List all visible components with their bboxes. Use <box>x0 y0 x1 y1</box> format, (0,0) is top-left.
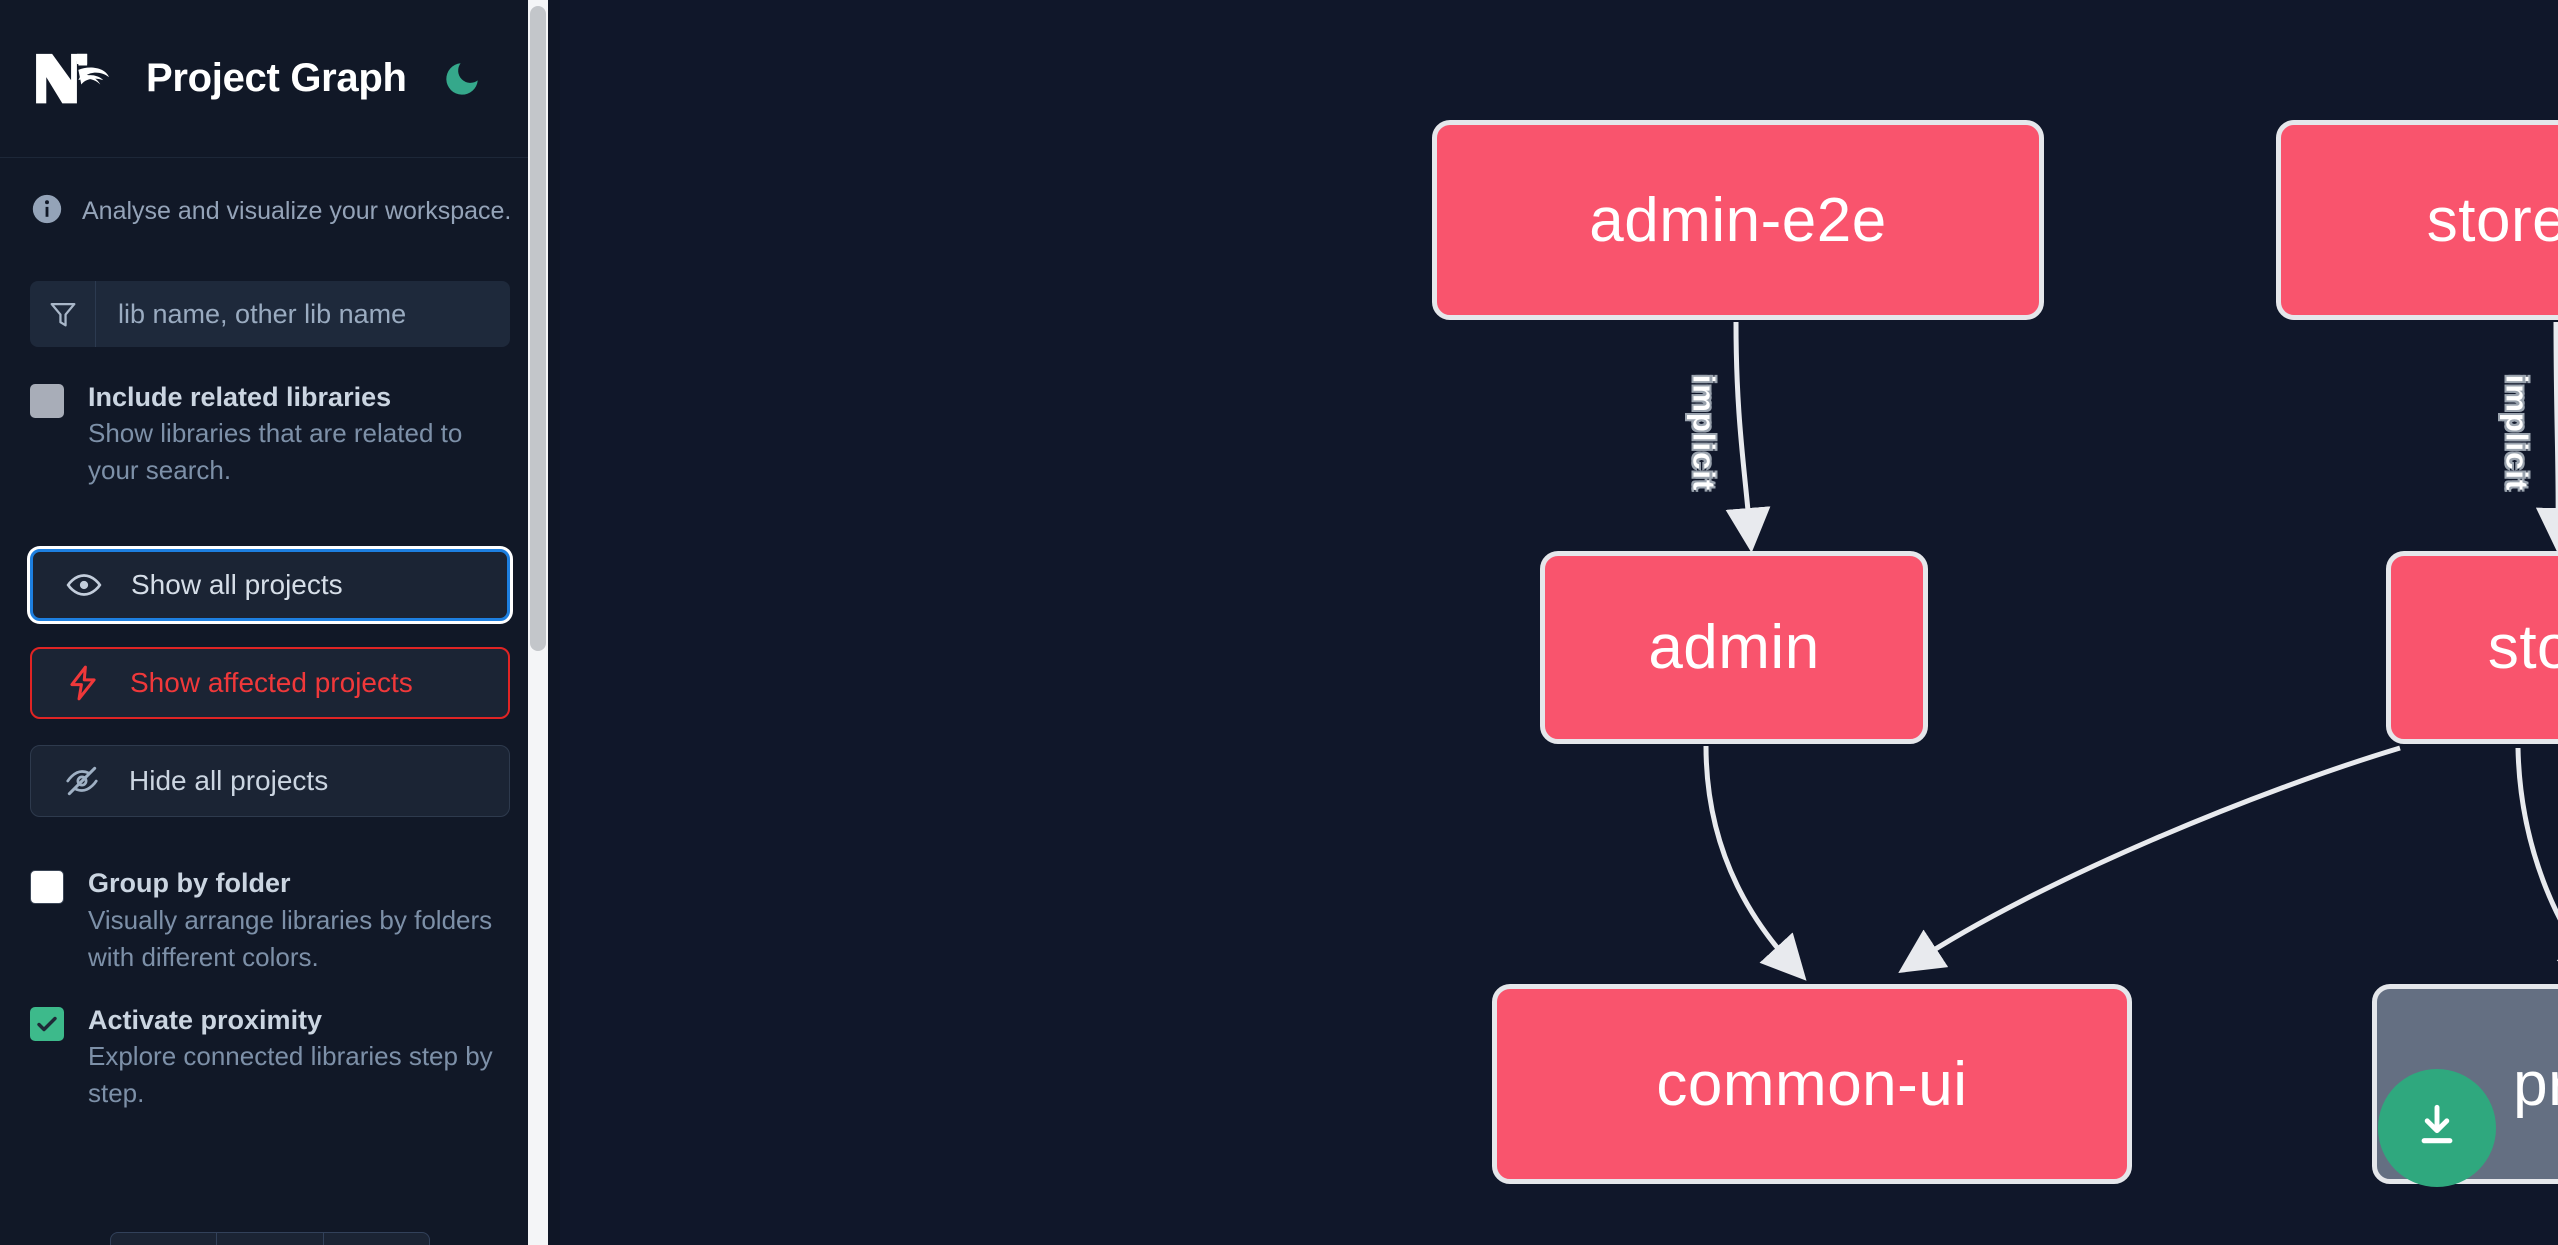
sidebar-content: Project Graph Analyse and visualize your… <box>0 0 540 1245</box>
graph-node-store-e2e[interactable]: store-e2e <box>2276 120 2558 320</box>
hide-all-projects-button[interactable]: Hide all projects <box>30 745 510 818</box>
node-label: store <box>2487 613 2558 682</box>
graph-canvas[interactable]: admin-e2e store-e2e admin store common-u… <box>560 0 2558 1245</box>
group-by-folder-label: Group by folder <box>88 868 291 899</box>
proximity-segmented-control[interactable] <box>110 1232 430 1245</box>
activate-proximity-description: Explore connected libraries step by step… <box>88 1040 493 1108</box>
include-related-libraries-checkbox[interactable] <box>30 384 64 418</box>
hide-all-projects-label: Hide all projects <box>129 765 329 797</box>
search-input[interactable] <box>96 281 510 347</box>
option-include-related-libraries[interactable]: Include related libraries Show libraries… <box>0 347 540 489</box>
graph-node-common-ui[interactable]: common-ui <box>1492 984 2132 1184</box>
download-image-button[interactable] <box>2378 1069 2496 1187</box>
group-by-folder-description: Visually arrange libraries by folders wi… <box>88 904 493 972</box>
search-bar[interactable] <box>30 281 510 347</box>
show-all-projects-label: Show all projects <box>131 569 343 601</box>
download-icon <box>2409 1098 2465 1159</box>
graph-node-admin-e2e[interactable]: admin-e2e <box>1432 120 2044 320</box>
graph-node-store[interactable]: store <box>2386 551 2558 744</box>
moon-icon[interactable] <box>435 52 489 106</box>
sidebar-edge <box>548 0 560 1245</box>
segment-2[interactable] <box>217 1233 324 1245</box>
graph-edges <box>1703 321 2558 981</box>
show-affected-projects-button[interactable]: Show affected projects <box>30 647 510 720</box>
sidebar-header: Project Graph <box>0 0 540 158</box>
node-label: admin <box>1648 613 1820 682</box>
page-title: Project Graph <box>146 56 407 100</box>
node-label: store-e2e <box>2426 185 2558 255</box>
edge-label-implicit-store: implicit <box>2499 374 2535 492</box>
edge-store-common-ui <box>1898 745 2401 973</box>
show-all-projects-button[interactable]: Show all projects <box>30 549 510 622</box>
option-activate-proximity[interactable]: Activate proximity Explore connected lib… <box>0 976 540 1112</box>
edge-store-e2e-store <box>2535 321 2558 553</box>
eye-icon <box>65 566 103 604</box>
node-label: common-ui <box>1656 1049 1968 1119</box>
node-label: admin-e2e <box>1589 185 1887 255</box>
show-affected-projects-label: Show affected projects <box>130 667 413 699</box>
group-by-folder-checkbox[interactable] <box>30 870 64 905</box>
edge-label-implicit-admin: implicit <box>1686 374 1722 492</box>
option-group-by-folder[interactable]: Group by folder Visually arrange librari… <box>0 817 540 975</box>
edge-admin-e2e-admin <box>1725 321 1771 553</box>
info-icon <box>30 192 64 231</box>
sidebar-info: Analyse and visualize your workspace. <box>0 158 540 231</box>
node-label: products <box>2513 1049 2558 1119</box>
edge-store-products <box>2515 747 2558 981</box>
activate-proximity-checkbox[interactable] <box>30 1006 64 1041</box>
graph-node-admin[interactable]: admin <box>1540 551 1928 744</box>
include-related-libraries-label: Include related libraries <box>88 382 392 412</box>
eye-off-icon <box>63 762 101 800</box>
segment-3[interactable] <box>324 1233 429 1245</box>
segment-1[interactable] <box>111 1233 218 1245</box>
edge-admin-common-ui <box>1703 745 1807 981</box>
include-related-libraries-description: Show libraries that are related to your … <box>88 418 463 486</box>
activate-proximity-label: Activate proximity <box>88 1004 323 1035</box>
lightning-bolt-icon <box>64 664 102 702</box>
sidebar: Project Graph Analyse and visualize your… <box>0 0 560 1245</box>
sidebar-info-text: Analyse and visualize your workspace. <box>82 197 512 225</box>
sidebar-scrollbar-thumb[interactable] <box>530 6 546 651</box>
nx-logo-icon <box>30 48 118 110</box>
filter-icon <box>30 281 96 347</box>
